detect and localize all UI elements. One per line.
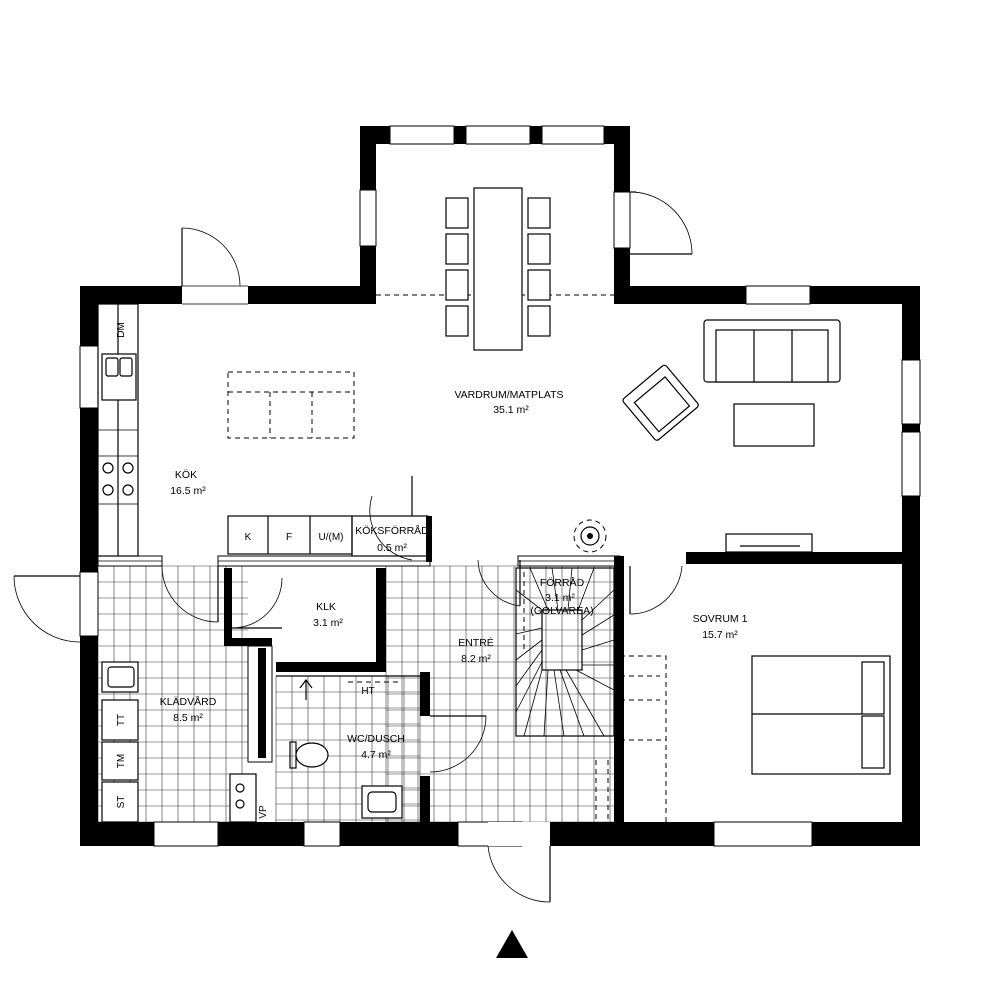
room-name-kok: KÖK <box>175 469 197 481</box>
sofa <box>703 319 841 383</box>
double-bed <box>751 655 891 775</box>
room-area-kladvard: 8.5 m² <box>173 712 203 724</box>
room-name-wc: WC/DUSCH <box>347 733 405 745</box>
appliance-vp: VP <box>258 805 269 819</box>
armchair <box>622 364 699 441</box>
fireplace <box>725 533 813 553</box>
room-area-wc: 4.7 m² <box>361 749 391 761</box>
appliance-tt: TT <box>116 714 127 726</box>
heat-pump-icon <box>573 519 607 553</box>
appliance-f: F <box>286 532 292 543</box>
room-name-vardrum: VARDRUM/MATPLATS <box>454 389 563 401</box>
laundry-fixtures <box>101 661 257 823</box>
tile-grid-laundry <box>97 565 248 823</box>
room-name-forrad: FÖRRÅD <box>540 576 585 589</box>
appliance-labels: DM K F U/(M) HT TT TM ST VP <box>116 322 375 818</box>
room-area-forrad: 3.1 m² <box>545 592 575 604</box>
appliance-dm: DM <box>116 322 127 338</box>
room-area-klk: 3.1 m² <box>313 617 343 629</box>
room-area-koksforrad: 0.5 m² <box>377 542 407 554</box>
dining-set <box>445 187 551 351</box>
room-labels: VARDRUM/MATPLATS 35.1 m² KÖK 16.5 m² KÖK… <box>160 389 748 761</box>
exterior-doors <box>13 191 693 903</box>
room-area-entre: 8.2 m² <box>461 653 491 665</box>
interior-walls <box>97 476 902 822</box>
room-area-sovrum: 15.7 m² <box>702 629 738 641</box>
tall-cabinets <box>227 515 353 555</box>
pantry <box>351 515 429 557</box>
wc-fixtures <box>289 679 403 819</box>
appliance-ht: HT <box>361 686 374 697</box>
appliance-ui: U/(M) <box>319 532 344 543</box>
room-name-entre: ENTRÉ <box>458 636 494 649</box>
room-name-klk: KLK <box>316 601 336 613</box>
room-note-forrad: (GOLVAREA) <box>530 605 593 617</box>
room-name-koksforrad: KÖKSFÖRRÅD <box>355 524 429 537</box>
coffee-table <box>733 403 815 447</box>
kitchen-island <box>227 371 355 439</box>
staircase <box>515 567 667 822</box>
north-arrow-icon <box>496 930 528 958</box>
kitchen-counter <box>97 303 139 557</box>
room-area-kok: 16.5 m² <box>170 485 206 497</box>
tile-grid-entry <box>385 565 616 823</box>
room-name-sovrum: SOVRUM 1 <box>693 613 748 625</box>
appliance-st: ST <box>116 796 127 809</box>
appliance-tm: TM <box>116 754 127 768</box>
room-area-vardrum: 35.1 m² <box>493 404 529 416</box>
appliance-k: K <box>245 532 252 543</box>
room-name-kladvard: KLÄDVÅRD <box>160 695 217 708</box>
windows <box>79 125 921 847</box>
